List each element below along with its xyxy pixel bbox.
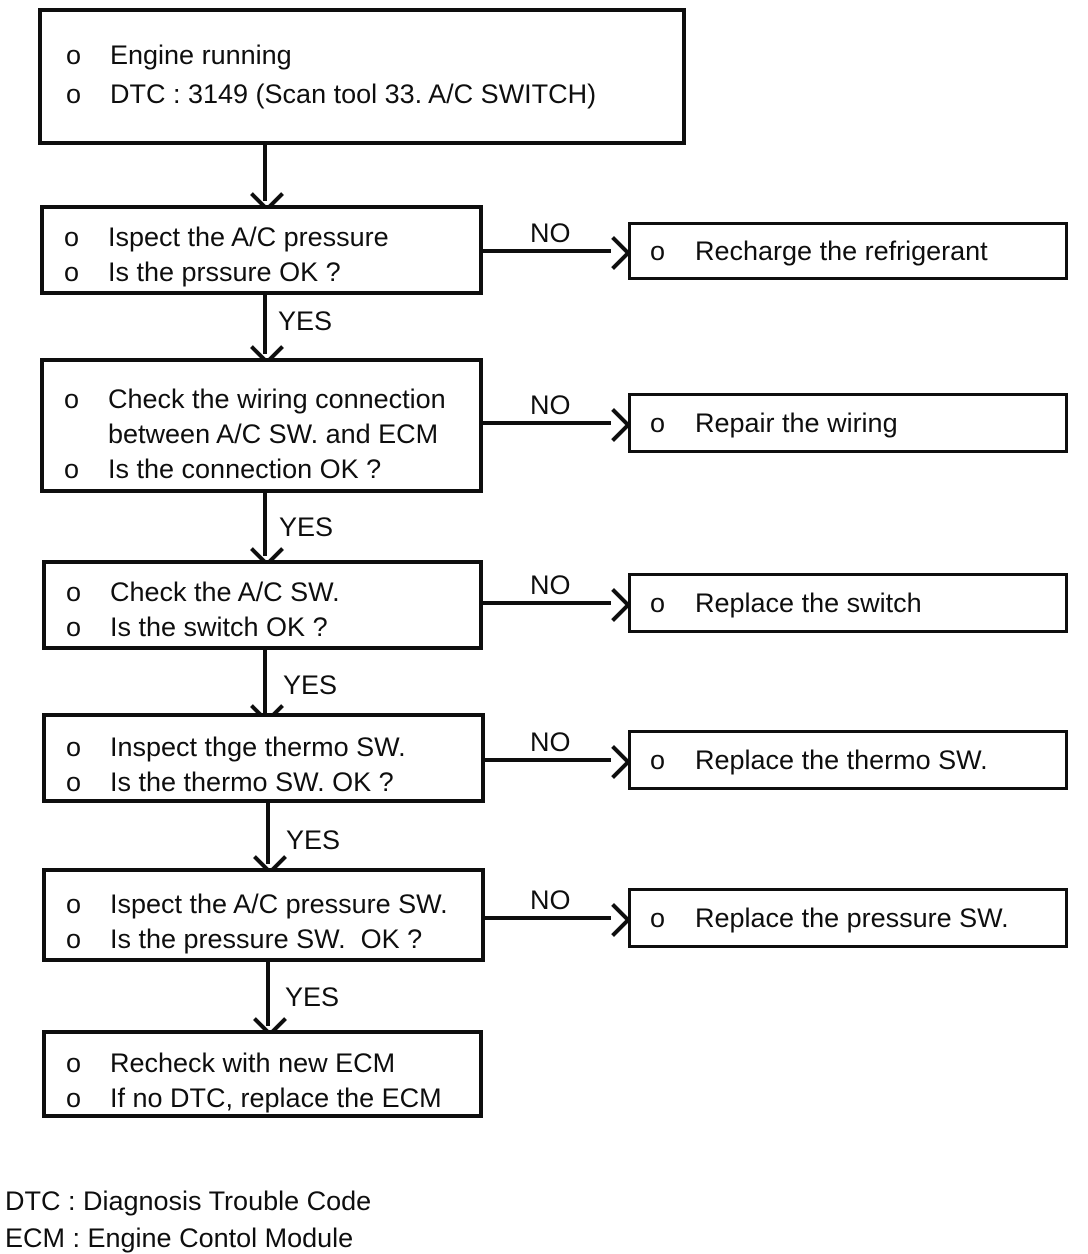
- action-replace-switch-box: o Replace the switch: [628, 573, 1068, 633]
- inspect-ac-pressure-box: o Ispect the A/C pressure o Is the prssu…: [40, 205, 483, 295]
- yes-label: YES: [286, 825, 341, 855]
- bullet-marker: o: [650, 744, 666, 775]
- yes-label: YES: [279, 512, 334, 542]
- no-label: NO: [530, 218, 571, 248]
- no-flow-line: [483, 601, 611, 605]
- no-label: NO: [530, 727, 571, 757]
- legend-dtc: DTC : Diagnosis Trouble Code: [5, 1186, 372, 1216]
- box-line: o Engine running: [64, 36, 682, 75]
- bullet-marker: o: [66, 732, 82, 762]
- inspect-thermo-switch-box: o Inspect thge thermo SW. o Is the therm…: [42, 713, 485, 803]
- arrow-right-icon: [597, 745, 631, 779]
- legend-ecm: ECM : Engine Contol Module: [5, 1223, 354, 1253]
- bullet-marker: [62, 417, 108, 452]
- box-line: o Is the switch OK ?: [64, 610, 479, 645]
- box-line: o Recheck with new ECM: [64, 1046, 479, 1081]
- yes-label: YES: [285, 982, 340, 1012]
- step-text: Is the thermo SW. OK ?: [110, 767, 394, 797]
- yes-flow-line: [263, 493, 267, 556]
- no-flow-line: [481, 249, 611, 253]
- end-line-2: If no DTC, replace the ECM: [110, 1083, 442, 1113]
- box-line: o Is the pressure SW. OK ?: [64, 922, 481, 957]
- yes-flow-line: [263, 295, 267, 354]
- arrow-right-icon: [597, 588, 631, 622]
- flow-line: [263, 145, 267, 201]
- action-text: Replace the pressure SW.: [695, 902, 1009, 933]
- bullet-marker: o: [66, 889, 82, 919]
- bullet-marker: o: [66, 1048, 82, 1078]
- action-replace-thermo-switch-box: o Replace the thermo SW.: [628, 730, 1068, 790]
- box-line: between A/C SW. and ECM: [62, 417, 479, 452]
- box-line: o DTC : 3149 (Scan tool 33. A/C SWITCH): [64, 75, 682, 114]
- bullet-marker: o: [650, 587, 666, 618]
- yes-label: YES: [283, 670, 338, 700]
- step-text: Check the A/C SW.: [110, 577, 340, 607]
- action-repair-wiring-box: o Repair the wiring: [628, 393, 1068, 453]
- action-recharge-refrigerant-box: o Recharge the refrigerant: [628, 222, 1068, 280]
- arrow-right-icon: [597, 236, 631, 270]
- bullet-marker: o: [66, 40, 82, 70]
- recheck-ecm-box: o Recheck with new ECM o If no DTC, repl…: [42, 1030, 483, 1118]
- bullet-marker: o: [66, 577, 82, 607]
- bullet-marker: o: [66, 79, 82, 109]
- step-text: Ispect the A/C pressure: [108, 222, 389, 252]
- step-text: Check the wiring connection: [108, 384, 446, 414]
- yes-flow-line: [266, 962, 270, 1026]
- step-text: Ispect the A/C pressure SW.: [110, 889, 448, 919]
- step-text: Is the pressure SW. OK ?: [110, 924, 423, 954]
- arrow-right-icon: [597, 408, 631, 442]
- arrow-right-icon: [597, 903, 631, 937]
- yes-flow-line: [263, 650, 267, 713]
- bullet-marker: o: [650, 407, 666, 438]
- legend: DTC : Diagnosis Trouble Code ECM : Engin…: [5, 1183, 371, 1254]
- box-line: o Is the prssure OK ?: [62, 255, 479, 290]
- box-line: o Ispect the A/C pressure: [62, 220, 479, 255]
- bullet-marker: o: [64, 384, 80, 414]
- yes-label: YES: [278, 306, 333, 336]
- bullet-marker: o: [650, 902, 666, 933]
- bullet-marker: o: [66, 767, 82, 797]
- box-line: o Is the connection OK ?: [62, 452, 479, 487]
- bullet-marker: o: [64, 454, 80, 484]
- no-flow-line: [483, 916, 611, 920]
- bullet-marker: o: [66, 612, 82, 642]
- no-flow-line: [481, 421, 611, 425]
- step-text: between A/C SW. and ECM: [108, 419, 439, 449]
- no-label: NO: [530, 570, 571, 600]
- bullet-marker: o: [66, 1083, 82, 1113]
- action-text: Repair the wiring: [695, 407, 898, 438]
- inspect-pressure-switch-box: o Ispect the A/C pressure SW. o Is the p…: [42, 868, 485, 962]
- yes-flow-line: [266, 803, 270, 864]
- box-line: o If no DTC, replace the ECM: [64, 1081, 479, 1116]
- start-line-2: DTC : 3149 (Scan tool 33. A/C SWITCH): [110, 79, 597, 109]
- bullet-marker: o: [64, 222, 80, 252]
- step-text: Inspect thge thermo SW.: [110, 732, 406, 762]
- check-wiring-box: o Check the wiring connection between A/…: [40, 358, 483, 493]
- bullet-marker: o: [650, 235, 666, 266]
- box-line: o Is the thermo SW. OK ?: [64, 765, 481, 800]
- step-text: Is the prssure OK ?: [108, 257, 341, 287]
- action-replace-pressure-switch-box: o Replace the pressure SW.: [628, 888, 1068, 948]
- check-ac-switch-box: o Check the A/C SW. o Is the switch OK ?: [42, 560, 483, 650]
- start-line-1: Engine running: [110, 40, 292, 70]
- step-text: Is the switch OK ?: [110, 612, 328, 642]
- action-text: Replace the switch: [695, 587, 922, 618]
- box-line: o Ispect the A/C pressure SW.: [64, 887, 481, 922]
- no-label: NO: [530, 390, 571, 420]
- bullet-marker: o: [66, 924, 82, 954]
- action-text: Replace the thermo SW.: [695, 744, 988, 775]
- box-line: o Inspect thge thermo SW.: [64, 730, 481, 765]
- no-flow-line: [483, 758, 611, 762]
- step-text: Is the connection OK ?: [108, 454, 382, 484]
- box-line: o Check the A/C SW.: [64, 575, 479, 610]
- start-condition-box: o Engine running o DTC : 3149 (Scan tool…: [38, 8, 686, 145]
- bullet-marker: o: [64, 257, 80, 287]
- box-line: o Check the wiring connection: [62, 382, 479, 417]
- action-text: Recharge the refrigerant: [695, 235, 988, 266]
- no-label: NO: [530, 885, 571, 915]
- end-line-1: Recheck with new ECM: [110, 1048, 396, 1078]
